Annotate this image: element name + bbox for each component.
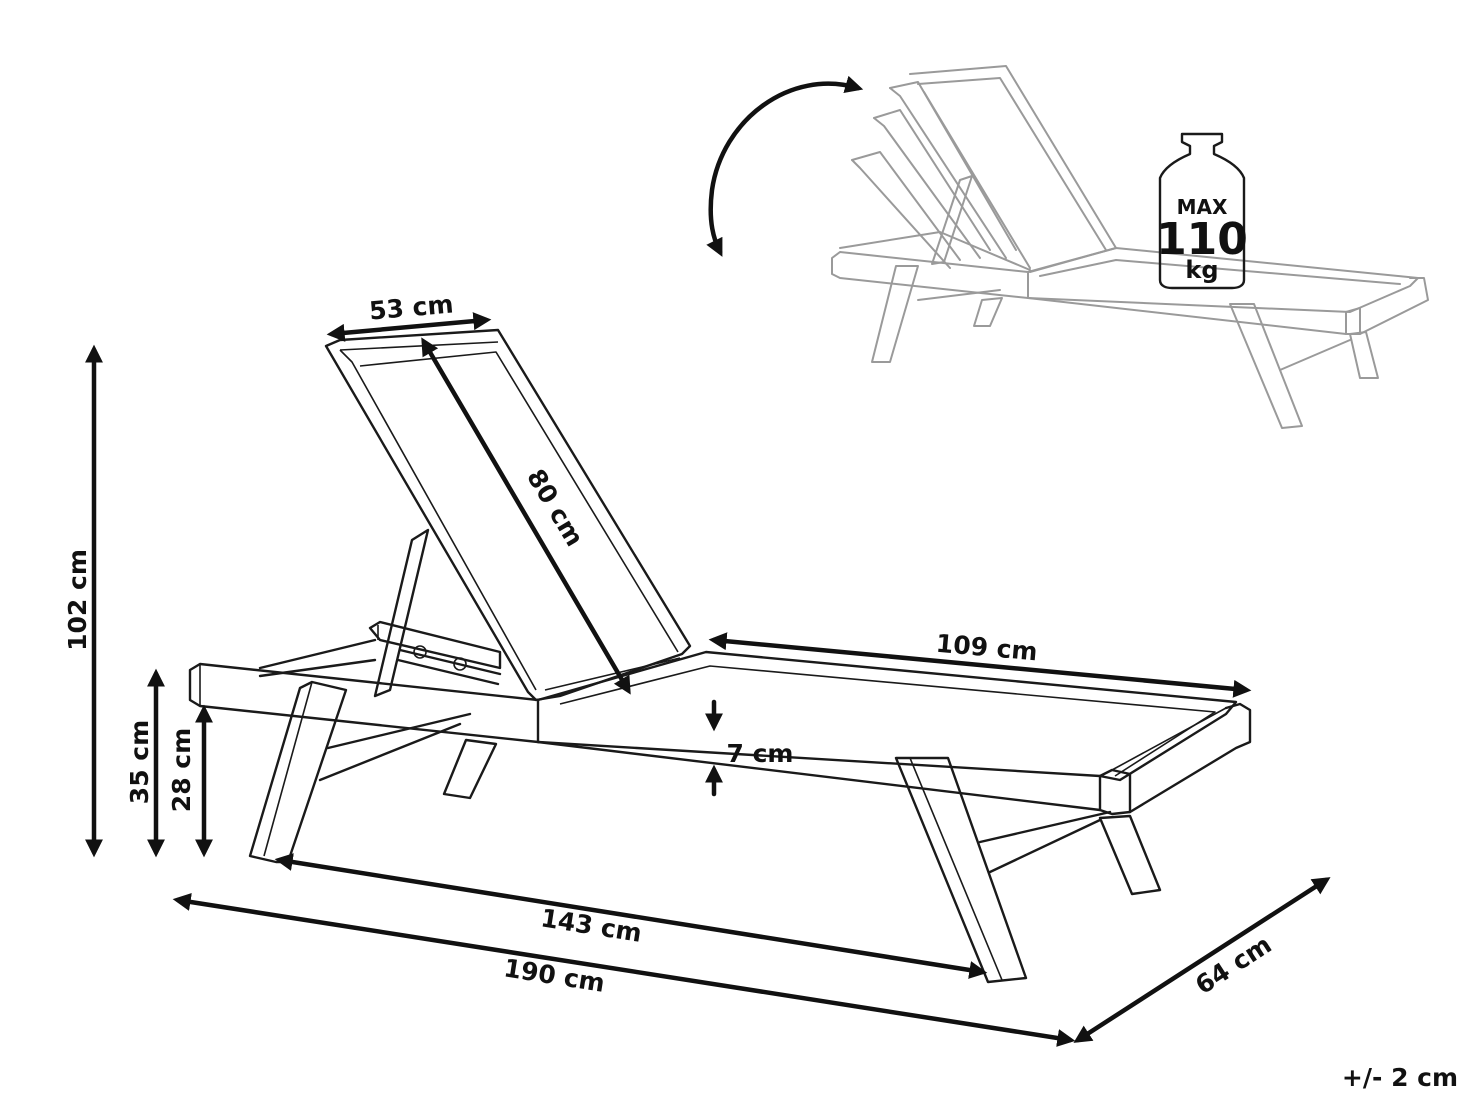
dim-arrow-backrest: [421, 337, 631, 695]
dim-arrow-depth: [1073, 877, 1331, 1043]
label-frame-height: 35 cm: [125, 720, 154, 804]
main-lounger: [188, 328, 1252, 984]
weight-value: 110: [1156, 214, 1248, 265]
reclining-lounger: [831, 65, 1429, 429]
label-leg-span: 143 cm: [539, 903, 644, 948]
label-backrest-length: 80 cm: [521, 464, 589, 551]
tolerance-note: +/- 2 cm: [1342, 1063, 1458, 1092]
dim-arrow-total-length: [172, 893, 1076, 1047]
label-total-height: 102 cm: [63, 549, 92, 651]
label-seat-thickness: 7 cm: [727, 739, 794, 768]
weight-icon: [1158, 132, 1246, 290]
weight-max-label: MAX: [1177, 195, 1228, 219]
label-total-length: 190 cm: [502, 953, 607, 998]
weight-unit: kg: [1185, 256, 1218, 284]
dim-arrow-width-top: [326, 312, 492, 342]
dim-arrow-leg-span: [274, 853, 988, 979]
dim-arrow-seat-length: [708, 632, 1252, 698]
label-width-top: 53 cm: [368, 289, 455, 325]
recline-rotation-arrow: [706, 75, 864, 257]
label-seat-height: 28 cm: [167, 728, 196, 812]
